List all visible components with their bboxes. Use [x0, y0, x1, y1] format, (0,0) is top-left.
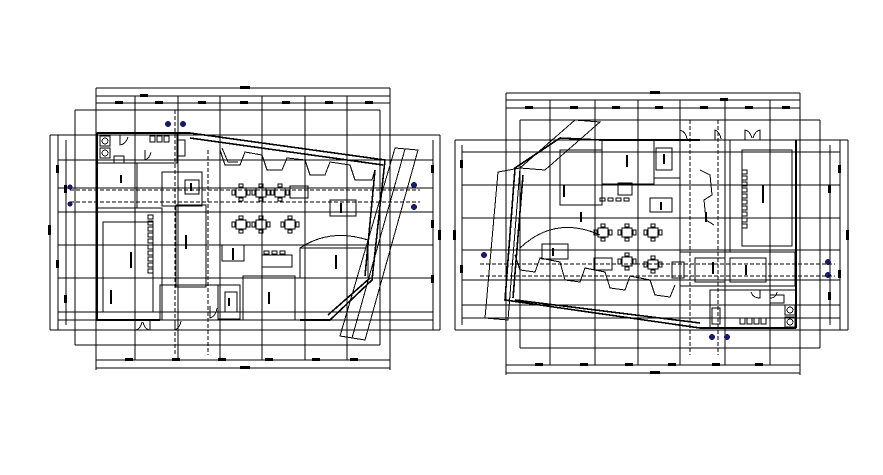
- left-booth-seating: [219, 147, 376, 181]
- left-floor-plan: [48, 86, 441, 370]
- right-dimension-lines: [454, 92, 849, 375]
- left-dimension-ticks: [48, 86, 441, 369]
- right-centre-axes: [480, 120, 835, 355]
- right-column-markers: [481, 252, 831, 340]
- left-centre-axes: [70, 110, 420, 355]
- right-room-label-marks: [552, 154, 764, 275]
- right-dining-tables: [541, 169, 748, 279]
- left-column-markers: [67, 121, 417, 210]
- left-washroom-fixtures: [99, 135, 186, 164]
- left-interior-rooms: [96, 132, 369, 321]
- right-doors: [679, 129, 778, 299]
- right-washroom-fixtures: [711, 294, 796, 328]
- left-doors: [119, 135, 218, 331]
- left-dining-tables: [147, 179, 357, 274]
- left-diagonal-column-strip: [339, 147, 419, 341]
- right-diagonal-column-strip: [484, 119, 602, 321]
- left-room-label-marks: [110, 175, 342, 306]
- right-floor-plan: [453, 91, 849, 375]
- right-dimension-ticks: [453, 91, 849, 374]
